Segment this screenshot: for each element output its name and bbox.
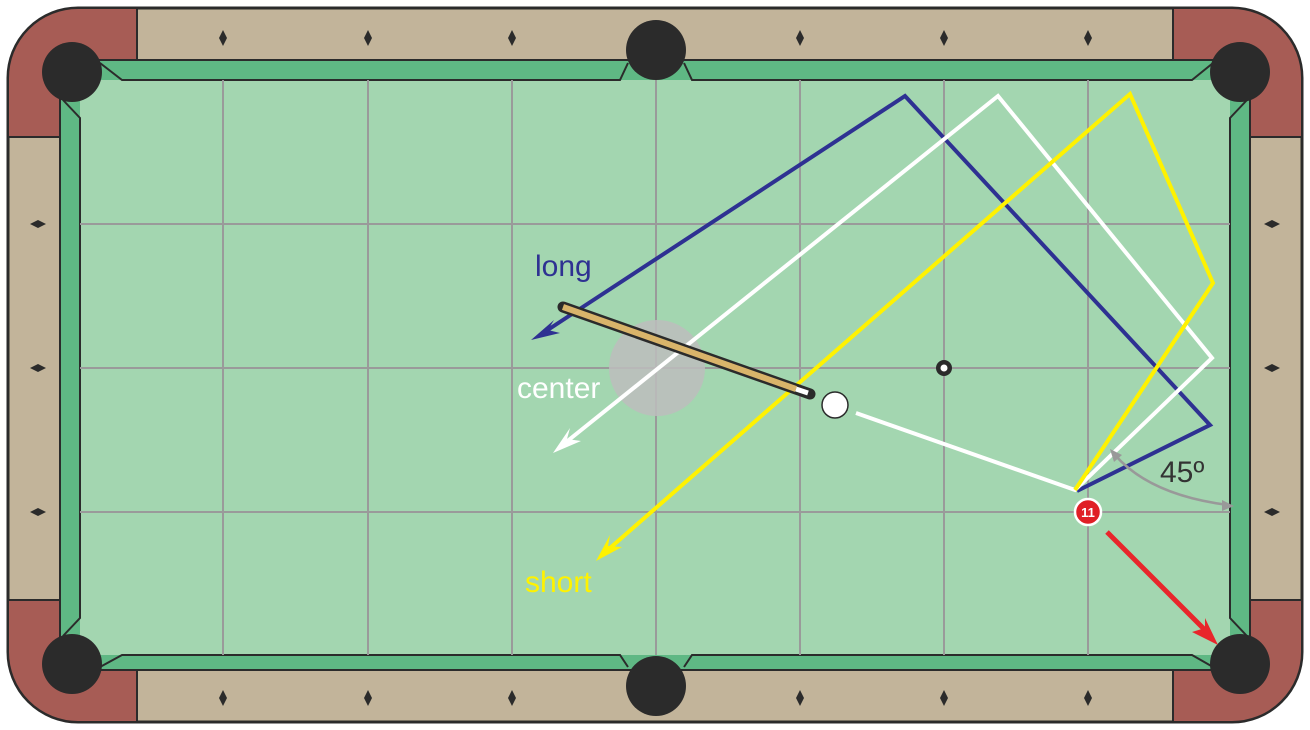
pocket-top-right [1210,42,1270,102]
pocket-top-left [42,42,102,102]
pocket-bottom-side [626,656,686,716]
pocket-bottom-left [42,634,102,694]
center-label: center [517,372,600,405]
cue-ball [822,392,848,418]
long-label: long [535,250,592,283]
short-label: short [525,566,592,599]
ball-number: 11 [1081,505,1095,520]
pocket-bottom-right [1210,634,1270,694]
angle-label: 45º [1160,456,1204,489]
crosshair-spot-icon [936,360,952,376]
pocket-top-side [626,20,686,80]
object-ball-11: 11 [1075,499,1101,525]
